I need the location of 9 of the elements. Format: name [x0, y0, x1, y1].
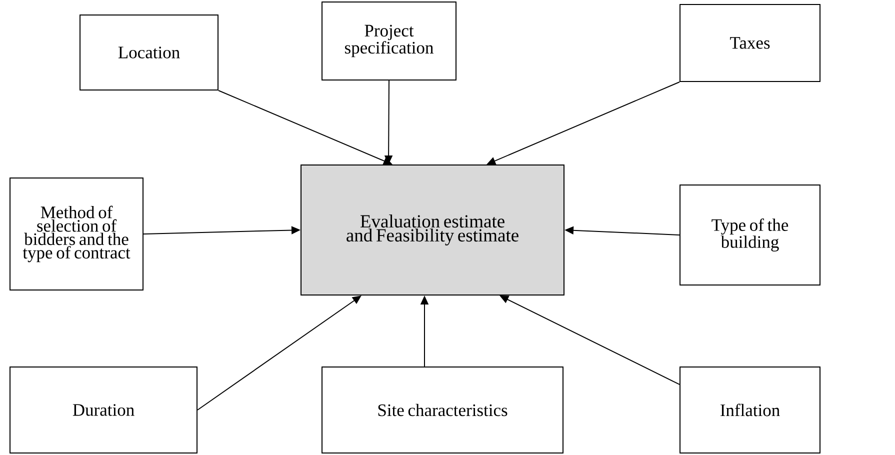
factor-box: Project specification: [322, 2, 456, 80]
factor-box: Type of the building: [680, 184, 820, 286]
estimate-box: Evaluation estimate and Feasibility estimate: [300, 164, 564, 296]
factor-box: Site characteristics: [322, 366, 564, 454]
factor-box: Method of selection of bidders and the type of contract: [10, 178, 144, 290]
factor-box: Inflation: [680, 366, 820, 454]
factor-box: Taxes: [680, 4, 820, 82]
factor-box: Location: [80, 14, 218, 90]
factor-box: Duration: [10, 366, 198, 454]
